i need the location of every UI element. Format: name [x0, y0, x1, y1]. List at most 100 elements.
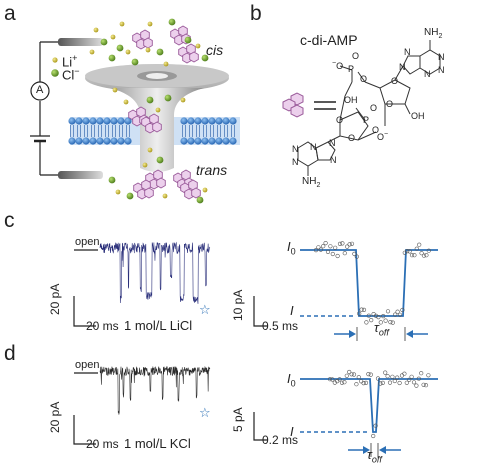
cl-ion-icon	[108, 176, 116, 184]
c-zoom-scale-bar	[253, 296, 268, 327]
li-ion-icon	[52, 57, 58, 63]
lipid-head-icon	[89, 137, 97, 145]
d-star-icon: ☆	[199, 405, 211, 420]
c-zoom-scale-y-label: 10 pA	[231, 289, 245, 321]
atom-n2: N	[438, 65, 445, 75]
cl-ion-icon	[51, 69, 59, 77]
data-point	[381, 314, 386, 319]
cl-ion-icon	[164, 94, 172, 102]
li-ion-icon	[155, 107, 161, 113]
data-point	[373, 423, 378, 428]
data-point	[328, 244, 333, 249]
ion-cl-label: Cl−	[62, 66, 80, 83]
data-point	[330, 377, 335, 382]
lipid-head-icon	[187, 137, 195, 145]
atom-n8: N	[292, 144, 299, 154]
lipid-head-icon	[229, 117, 237, 125]
data-point	[371, 433, 376, 439]
atom-oh-b: OH	[344, 95, 358, 105]
data-point	[361, 381, 366, 386]
li-ion-icon	[180, 97, 186, 103]
lipid-head-icon	[208, 117, 216, 125]
cl-ion-icon	[156, 48, 164, 56]
atom-o5: O	[336, 115, 344, 125]
lipid-head-icon	[124, 137, 132, 145]
molecule-ring-icon	[152, 121, 162, 133]
data-point	[330, 251, 335, 257]
atom-n5: N	[399, 62, 406, 72]
cl-ion-icon	[131, 58, 139, 66]
data-point	[335, 253, 340, 259]
lipid-head-icon	[194, 137, 202, 145]
data-point	[351, 372, 357, 377]
data-point	[383, 370, 388, 375]
panel-letter-b: b	[250, 2, 262, 25]
lipid-head-icon	[117, 137, 125, 145]
cl-ion-icon	[100, 38, 108, 46]
current-trace-line	[99, 241, 211, 304]
data-point	[388, 320, 393, 325]
atom-n4: N	[424, 69, 431, 79]
data-point	[366, 313, 371, 318]
lipid-head-icon	[222, 117, 230, 125]
data-point	[347, 242, 352, 247]
li-ion-icon	[89, 49, 95, 55]
data-point	[392, 378, 397, 384]
c-zoom-scale-x-label: 0.5 ms	[262, 319, 299, 333]
molecule-symbol-icon	[282, 92, 304, 118]
lipid-head-icon	[96, 137, 104, 145]
atom-oh-a: OH	[411, 111, 425, 121]
li-ion-icon	[119, 21, 125, 27]
atom-o8: O	[348, 133, 356, 143]
electrode-bottom-icon	[58, 171, 103, 179]
atom-o1: O	[352, 51, 360, 61]
data-point	[318, 247, 323, 252]
lipid-head-icon	[208, 137, 216, 145]
li-ion-icon	[115, 189, 121, 195]
structure-bonds	[297, 40, 441, 176]
data-point	[419, 251, 424, 256]
lipid-head-icon	[75, 137, 83, 145]
cl-ion-icon	[116, 44, 124, 52]
data-point	[407, 377, 412, 382]
d-scale-y-label: 20 pA	[48, 401, 62, 433]
atom-o6: O	[370, 103, 378, 113]
data-point	[363, 380, 369, 386]
ammeter-label: A	[36, 84, 44, 96]
cl-ion-icon	[201, 54, 209, 62]
data-point	[347, 369, 352, 375]
cl-ion-icon	[146, 96, 154, 104]
cl-ion-icon	[156, 156, 164, 164]
data-point	[385, 374, 390, 379]
c-di-amp-molecules	[128, 25, 201, 200]
data-point	[342, 380, 347, 385]
circuit-wire	[30, 41, 58, 176]
data-point	[361, 307, 367, 313]
lipid-head-icon	[82, 137, 90, 145]
data-point	[421, 253, 427, 258]
c-star-icon: ☆	[199, 302, 211, 317]
data-point	[323, 241, 328, 246]
lipid-head-icon	[124, 117, 132, 125]
lipid-head-icon	[103, 117, 111, 125]
ions	[89, 18, 209, 204]
atom-o4: O	[386, 99, 394, 109]
li-ion-icon	[162, 193, 168, 199]
data-point	[342, 251, 347, 256]
data-point	[405, 249, 410, 254]
lipid-head-icon	[82, 117, 90, 125]
lipid-head-icon	[117, 117, 125, 125]
cl-ion-icon	[184, 36, 192, 44]
data-point	[409, 374, 414, 379]
data-point	[424, 253, 429, 258]
data-point	[357, 311, 362, 316]
atom-o7: O	[372, 125, 380, 135]
molecule-name: c-di-AMP	[300, 32, 358, 48]
atom-p-a: P	[348, 64, 355, 74]
d-current-trace	[99, 366, 211, 415]
c-condition-label: 1 mol/L LiCl	[124, 318, 193, 333]
data-point	[321, 244, 326, 249]
data-point	[337, 377, 342, 382]
c-i-label: I	[290, 303, 294, 318]
